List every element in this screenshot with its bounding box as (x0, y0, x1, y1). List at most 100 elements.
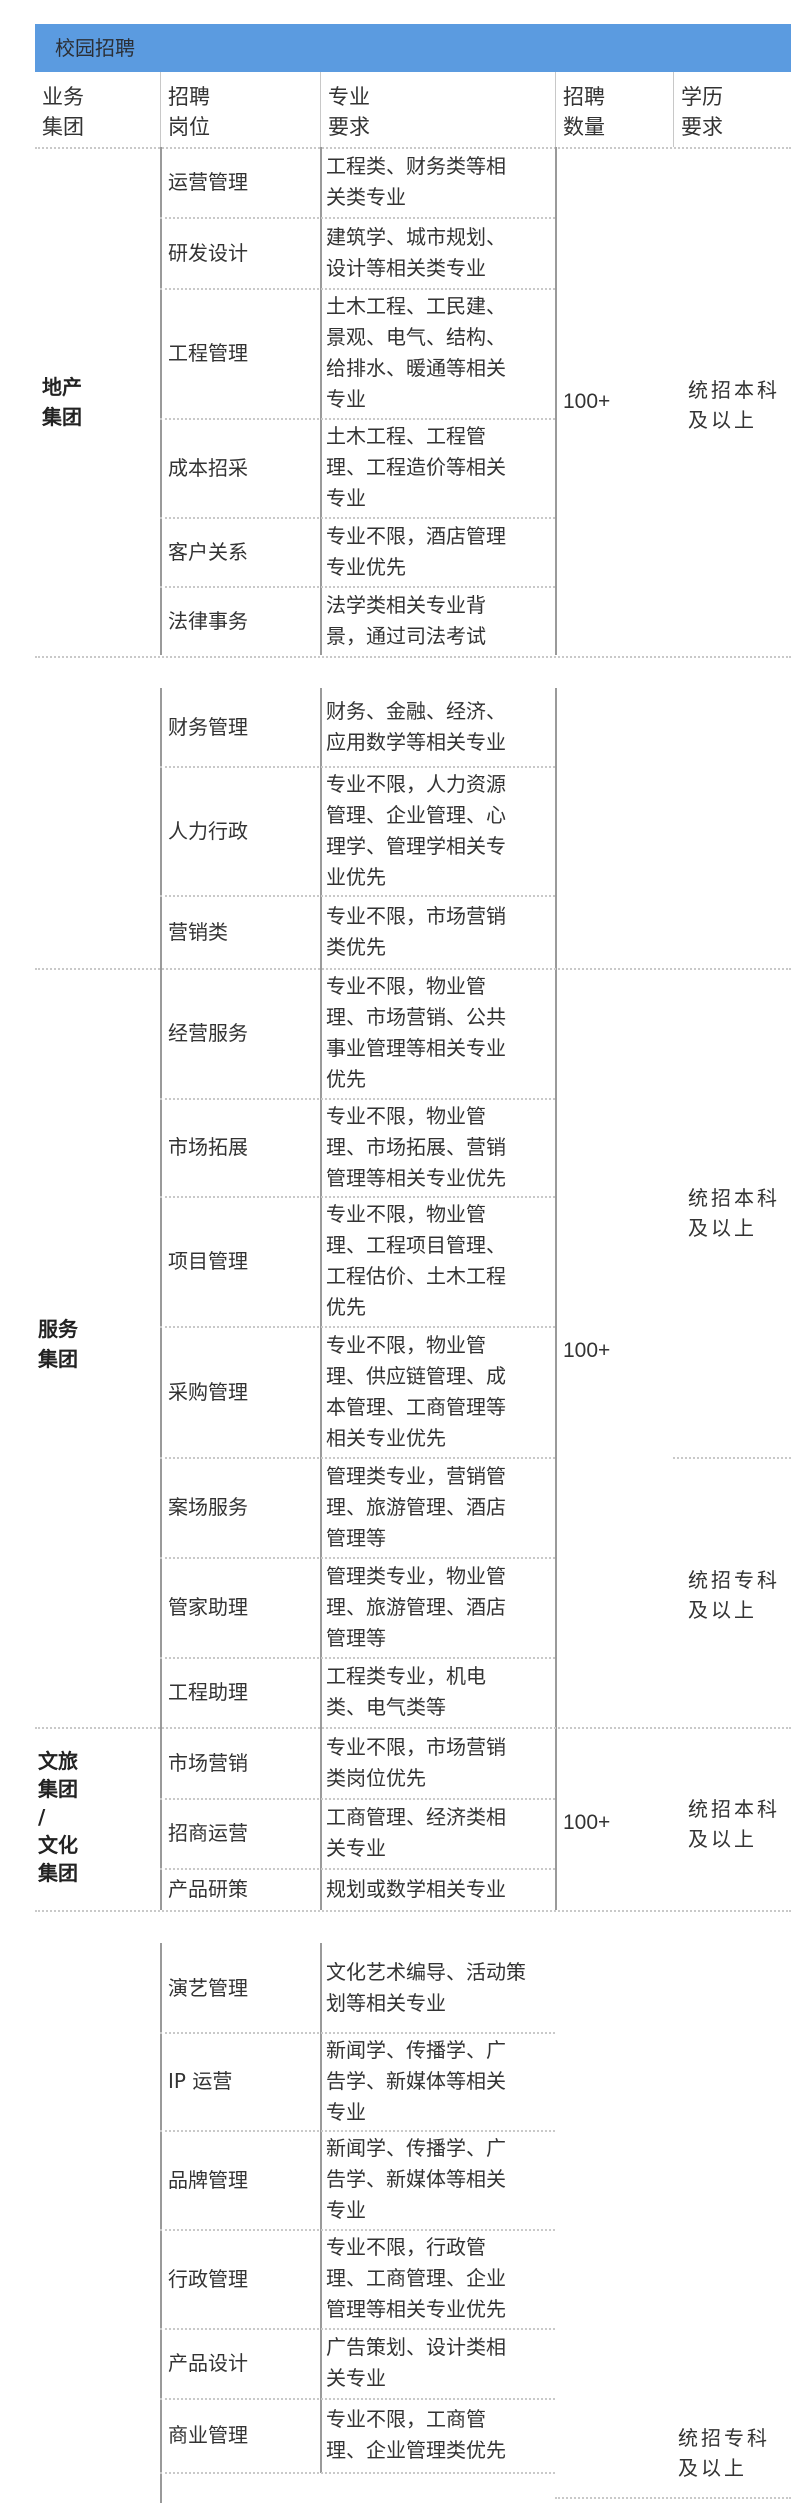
row-divider (160, 1098, 555, 1100)
group-label-line: 集团 (38, 1777, 78, 1801)
major-requirement: 文化艺术编导、活动策划等相关专业 (326, 1957, 551, 2019)
major-requirement: 专业不限，人力资源管理、企业管理、心理学、管理学相关专业优先 (326, 769, 551, 893)
edu-line: 及以上 (688, 1827, 757, 1851)
row-divider (673, 1457, 791, 1459)
column-divider (320, 1943, 322, 2473)
major-requirement-line: 工程类、财务类等相 (326, 154, 506, 178)
column-divider (555, 72, 556, 147)
major-requirement-line: 应用数学等相关专业 (326, 730, 506, 754)
major-requirement: 土木工程、工民建、景观、电气、结构、给排水、暖通等相关专业 (326, 291, 551, 415)
major-requirement-line: 专业不限，工商管 (326, 2407, 486, 2431)
column-divider (160, 1943, 162, 2503)
edu-line: 及以上 (688, 408, 757, 432)
group-divider (35, 1727, 791, 1729)
major-requirement-line: 专业不限，物业管 (326, 1202, 486, 1226)
major-requirement-line: 类优先 (326, 934, 386, 959)
major-requirement-line: 告学、新媒体等相关 (326, 2167, 506, 2191)
major-requirement-line: 建筑学、城市规划、 (326, 224, 506, 249)
row-divider (160, 2472, 555, 2474)
position-name: 行政管理 (168, 2266, 248, 2291)
major-requirement: 专业不限，市场营销类岗位优先 (326, 1732, 551, 1794)
header-count-line: 数量 (563, 115, 605, 139)
major-requirement-line: 事业管理等相关专业 (326, 1036, 506, 1060)
row-divider (160, 2032, 555, 2034)
row-divider (160, 1457, 555, 1459)
position-name: 经营服务 (168, 1021, 248, 1045)
edu-service-college: 统招专科 及以上 (688, 1565, 780, 1625)
major-requirement: 工程类、财务类等相关类专业 (326, 151, 551, 213)
edu-line: 统招专科 (678, 2426, 770, 2450)
position-name: 工程管理 (168, 341, 248, 365)
edu-line: 统招本科 (688, 1186, 780, 1210)
header-group-line: 业务 (42, 85, 84, 109)
column-divider (555, 688, 557, 1910)
major-requirement: 工商管理、经济类相关专业 (326, 1802, 551, 1864)
major-requirement-line: 专业不限，人力资源 (326, 771, 506, 796)
row-divider (160, 2229, 555, 2231)
row-divider (160, 2328, 555, 2330)
column-divider (320, 688, 322, 1910)
page-title: 校园招聘 (55, 36, 135, 60)
position-name: 营销类 (168, 919, 228, 944)
major-requirement: 法学类相关专业背景，通过司法考试 (326, 590, 551, 652)
major-requirement: 土木工程、工程管理、工程造价等相关专业 (326, 421, 551, 514)
major-requirement-line: 专业 (326, 387, 366, 411)
row-divider (160, 586, 555, 588)
count-realestate: 100+ (563, 390, 611, 413)
header-position-line: 岗位 (168, 115, 210, 139)
major-requirement-line: 类、电气类等 (326, 1695, 446, 1719)
row-divider (160, 1326, 555, 1328)
major-requirement-line: 专业 (326, 2198, 366, 2222)
header-position: 招聘 岗位 (168, 82, 210, 142)
major-requirement-line: 业优先 (326, 864, 386, 889)
major-requirement-line: 关专业 (326, 1836, 386, 1860)
group-label-line: 集团 (42, 405, 82, 429)
major-requirement: 专业不限，物业管理、供应链管理、成本管理、工商管理等相关专业优先 (326, 1330, 551, 1454)
column-divider (160, 72, 161, 147)
column-divider (320, 72, 321, 147)
position-name: IP 运营 (168, 2069, 233, 2093)
row-divider (160, 1657, 555, 1659)
header-edu-line: 学历 (681, 85, 723, 109)
major-requirement-line: 专业优先 (326, 554, 406, 579)
major-requirement-line: 理、企业管理类优先 (326, 2438, 506, 2462)
major-requirement-line: 专业 (326, 2099, 366, 2124)
major-requirement-line: 广告策划、设计类相 (326, 2335, 506, 2359)
row-divider (160, 1798, 555, 1800)
column-divider (320, 147, 322, 655)
major-requirement-line: 理、旅游管理、酒店 (326, 1594, 506, 1619)
major-requirement-line: 财务、金融、经济、 (326, 699, 506, 723)
major-requirement-line: 土木工程、工程管 (326, 424, 486, 448)
major-requirement-line: 专业不限，酒店管理 (326, 523, 506, 548)
position-name: 品牌管理 (168, 2167, 248, 2192)
major-requirement: 工程类专业，机电类、电气类等 (326, 1661, 551, 1723)
major-requirement: 管理类专业，营销管理、旅游管理、酒店管理等 (326, 1461, 551, 1554)
position-name: 工程助理 (168, 1680, 248, 1704)
major-requirement-line: 新闻学、传播学、广 (326, 2037, 506, 2062)
major-requirement-line: 专业不限，物业管 (326, 1332, 486, 1357)
major-requirement-line: 工程估价、土木工程 (326, 1264, 506, 1288)
position-name: 客户关系 (168, 539, 248, 564)
position-name: 项目管理 (168, 1249, 248, 1273)
group-divider (35, 656, 791, 658)
major-requirement-line: 理、市场拓展、营销 (326, 1134, 506, 1159)
major-requirement: 建筑学、城市规划、设计等相关类专业 (326, 222, 551, 284)
row-divider (160, 1557, 555, 1559)
count-culture: 100+ (563, 1811, 611, 1834)
major-requirement: 专业不限，酒店管理专业优先 (326, 521, 551, 583)
group-label-line: / (38, 1805, 46, 1829)
edu-line: 统招专科 (688, 1568, 780, 1592)
major-requirement-line: 给排水、暖通等相关 (326, 356, 506, 380)
major-requirement-line: 工程类专业，机电 (326, 1664, 486, 1688)
row-divider (160, 895, 555, 897)
major-requirement-line: 专业不限，市场营销 (326, 903, 506, 928)
group-label-line: 文化 (38, 1833, 78, 1857)
edu-line: 统招本科 (688, 378, 780, 402)
edu-line: 及以上 (678, 2456, 747, 2480)
row-divider (160, 288, 555, 290)
major-requirement-line: 专业不限，行政管 (326, 2235, 486, 2259)
header-group-line: 集团 (42, 115, 84, 139)
major-requirement-line: 规划或数学相关专业 (326, 1876, 506, 1901)
position-name: 运营管理 (168, 170, 248, 194)
position-name: 市场拓展 (168, 1135, 248, 1159)
